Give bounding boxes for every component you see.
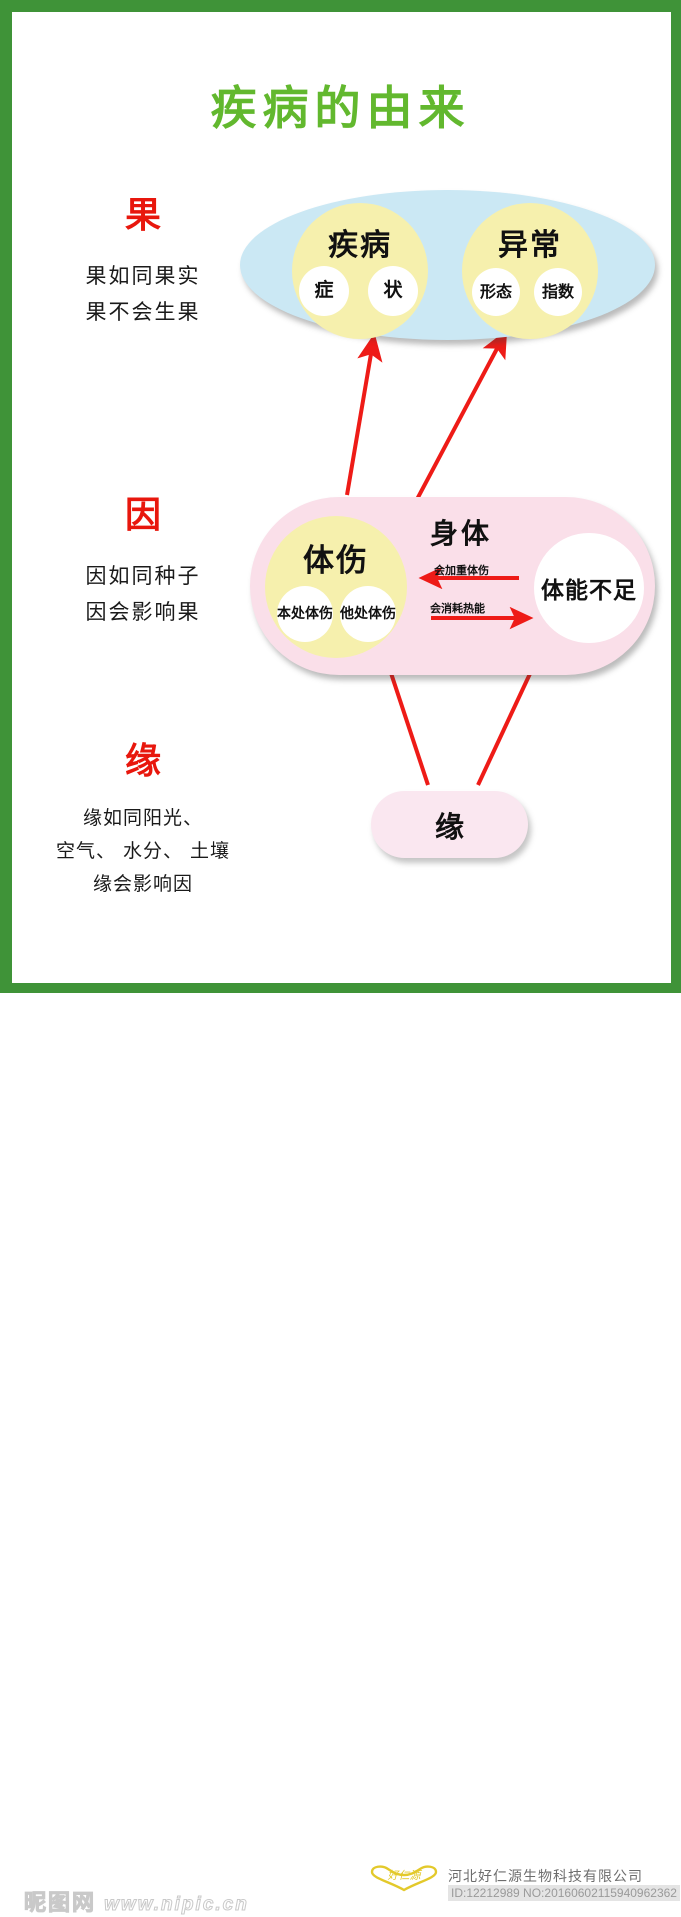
section-effect-char: 果 [124,194,161,236]
frame-border-top [0,0,681,12]
company-name: 河北好仁源生物科技有限公司 [448,1869,643,1885]
frame-border-left [0,0,12,993]
section-condition-line-3: 缘会影响因 [92,873,193,896]
footer: 好仁源 河北好仁源生物科技有限公司 ID:12212989 NO:2016060… [0,928,681,1916]
frame-border-right [671,0,681,993]
section-effect-text: 果 果如同果实 果不会生果 [28,194,258,331]
section-cause-line-2: 因会影响果 [85,600,201,625]
symptom-circle-1: 症 [299,266,349,316]
section-cause-line-1: 因如同种子 [85,563,201,588]
frame-border-bottom [0,983,681,993]
flow-arrows-layer [345,329,549,786]
diagram: 疾病 症 状 异常 形态 指数 身体 体伤 本处体伤 他处体伤 体能不足 会加重 [240,190,655,858]
arrow-cause-to-abnormal [404,329,508,521]
injury-item-local: 本处体伤 [277,586,333,642]
arrow-condition-to-injury [376,640,430,786]
abnormal-item-1: 形态 [472,268,520,316]
section-cause-char: 因 [124,494,161,536]
abnormal-label: 异常 [498,228,562,263]
injury-label: 体伤 [303,543,369,579]
body-arrows-layer [418,566,534,630]
section-effect-line-1: 果如同果实 [85,263,201,288]
section-condition-line-2: 空气、 水分、 土壤 [55,839,231,862]
arrow-label-consumes: 会消耗热能 [430,602,485,615]
section-condition-char: 缘 [124,740,161,782]
injury-item-remote-text: 他处体伤 [340,605,396,622]
section-cause-text: 因 因如同种子 因会影响果 [28,494,258,631]
watermark-url: www.nipic.cn [104,1894,249,1916]
body-label: 身体 [430,517,493,550]
company-logo-icon: 好仁源 [370,1865,438,1892]
site-watermark: 昵图网 www.nipic.cn [23,1885,249,1917]
page-title: 疾病的由来 [210,81,471,135]
image-id-badge: ID:12212989 NO:20160602115940962362 [448,1885,680,1901]
section-condition-line-1: 缘如同阳光、 [82,806,203,829]
svg-text:好仁源: 好仁源 [388,1869,423,1882]
section-condition-text: 缘 缘如同阳光、 空气、 水分、 土壤 缘会影响因 [28,740,258,901]
deficiency-circle: 体能不足 [534,533,644,643]
abnormal-item-2: 指数 [534,268,582,316]
injury-item-local-text: 本处体伤 [277,605,333,622]
symptom-circle-2: 状 [368,266,418,316]
injury-item-remote: 他处体伤 [340,586,396,642]
watermark-name: 昵图网 [23,1890,97,1916]
disease-label: 疾病 [328,228,392,263]
arrow-cause-to-disease [345,333,383,496]
frame-inner-outline [12,12,671,983]
condition-box: 缘 [371,791,528,858]
section-effect-line-2: 果不会生果 [85,300,201,325]
arrow-label-aggravates: 会加重体伤 [434,564,489,577]
